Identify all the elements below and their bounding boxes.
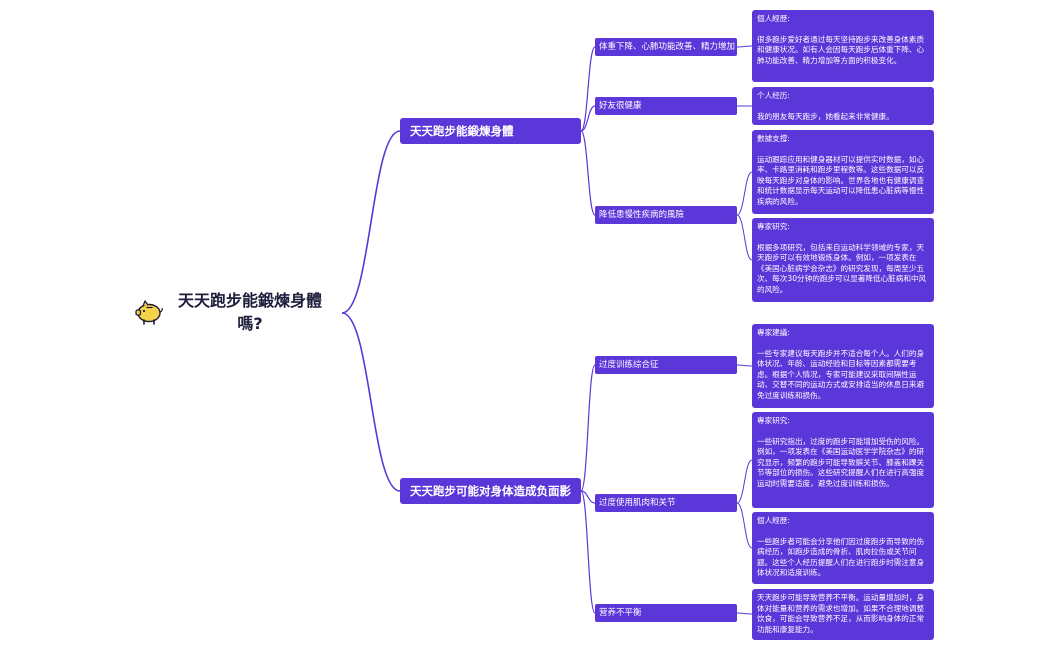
leaf-heading: 个人经历: [757, 91, 790, 100]
connector-line [580, 364, 596, 492]
connector-line [580, 46, 596, 132]
subtopic-friend-healthy[interactable]: 好友很健康 [595, 97, 737, 115]
root-topic[interactable]: 天天跑步能鍛煉身體嗎? [132, 289, 332, 337]
leaf-heading: 專家研究: [757, 222, 790, 231]
leaf-expert-research-injury[interactable]: 專家研究: 一些研究指出，过度的跑步可能增加受伤的风险。例如，一项发表在《美国运… [752, 412, 934, 508]
connector-line [580, 105, 596, 132]
piggy-bank-icon [135, 300, 163, 325]
leaf-heading: 個人經歷: [757, 14, 790, 23]
branch-node-benefits[interactable]: 天天跑步能鍛煉身體 [400, 118, 581, 144]
leaf-heading: 數據支撐: [757, 134, 790, 143]
connector-line [580, 490, 596, 614]
leaf-expert-research[interactable]: 專家研究: 根据多项研究，包括来自运动科学领域的专家，天天跑步可以有效地锻炼身体… [752, 218, 934, 302]
connector-line [736, 459, 753, 504]
connector-line [736, 364, 753, 367]
leaf-body: 我的朋友每天跑步，她看起来非常健康。 [757, 111, 894, 121]
connector-line [736, 171, 753, 216]
connector-line [580, 490, 596, 504]
subtopic-weight-heart-energy[interactable]: 体重下降、心肺功能改善、精力增加 [595, 38, 737, 56]
leaf-heading: 專家建議: [757, 328, 790, 337]
leaf-data-support[interactable]: 數據支撐: 运动跟踪应用和健身器材可以提供实时数据，如心率、卡路里消耗和跑步里程… [752, 130, 934, 214]
leaf-personal-experience-friend[interactable]: 个人经历: 我的朋友每天跑步，她看起来非常健康。 [752, 87, 934, 125]
connector-line [341, 312, 401, 492]
leaf-body: 天天跑步可能导致营养不平衡。运动量增加时，身体对能量和营养的需求也增加。如果不合… [757, 593, 925, 634]
connector-line [341, 130, 401, 314]
connector-line [580, 130, 596, 216]
leaf-body: 运动跟踪应用和健身器材可以提供实时数据，如心率、卡路里消耗和跑步里程数等。这些数… [757, 154, 925, 206]
leaf-heading: 專家研究: [757, 416, 790, 425]
root-title: 天天跑步能鍛煉身體嗎? [177, 291, 322, 333]
leaf-body: 一些专家建议每天跑步并不适合每个人。人们的身体状况、年龄、运动经验和目标等因素都… [757, 348, 925, 400]
branch-node-negative-effects[interactable]: 天天跑步可能对身体造成负面影响 [400, 478, 581, 524]
leaf-body: 根据多项研究，包括来自运动科学领域的专家，天天跑步可以有效地锻炼身体。例如，一项… [757, 242, 927, 294]
subtopic-overtraining-syndrome[interactable]: 过度训练综合征 [595, 356, 737, 374]
leaf-body: 一些研究指出，过度的跑步可能增加受伤的风险。例如，一项发表在《美国运动医学学院杂… [757, 436, 925, 488]
connector-line [736, 45, 753, 48]
connector-line [736, 502, 753, 549]
leaf-heading: 個人經歷: [757, 516, 790, 525]
leaf-personal-experience-injury[interactable]: 個人經歷: 一些跑步者可能会分享他们因过度跑步而导致的伤病经历，如跑步造成的骨折… [752, 512, 934, 584]
leaf-expert-advice[interactable]: 專家建議: 一些专家建议每天跑步并不适合每个人。人们的身体状况、年龄、运动经验和… [752, 324, 934, 408]
leaf-body: 很多跑步爱好者通过每天坚持跑步来改善身体素质和健康状况。如有人会因每天跑步后体重… [757, 34, 925, 65]
connector-line [736, 214, 753, 261]
leaf-personal-experience[interactable]: 個人經歷: 很多跑步爱好者通过每天坚持跑步来改善身体素质和健康状况。如有人会因每… [752, 10, 934, 82]
subtopic-muscle-joint-overuse[interactable]: 过度使用肌肉和关节 [595, 494, 737, 512]
leaf-body: 一些跑步者可能会分享他们因过度跑步而导致的伤病经历，如跑步造成的骨折、肌肉拉伤或… [757, 536, 925, 578]
leaf-nutrition-note[interactable]: 天天跑步可能导致营养不平衡。运动量增加时，身体对能量和营养的需求也增加。如果不合… [752, 589, 934, 640]
connector-line [736, 612, 753, 615]
subtopic-nutrition-imbalance[interactable]: 营养不平衡 [595, 604, 737, 622]
subtopic-chronic-disease-risk[interactable]: 降低患慢性疾病的風險 [595, 206, 737, 224]
